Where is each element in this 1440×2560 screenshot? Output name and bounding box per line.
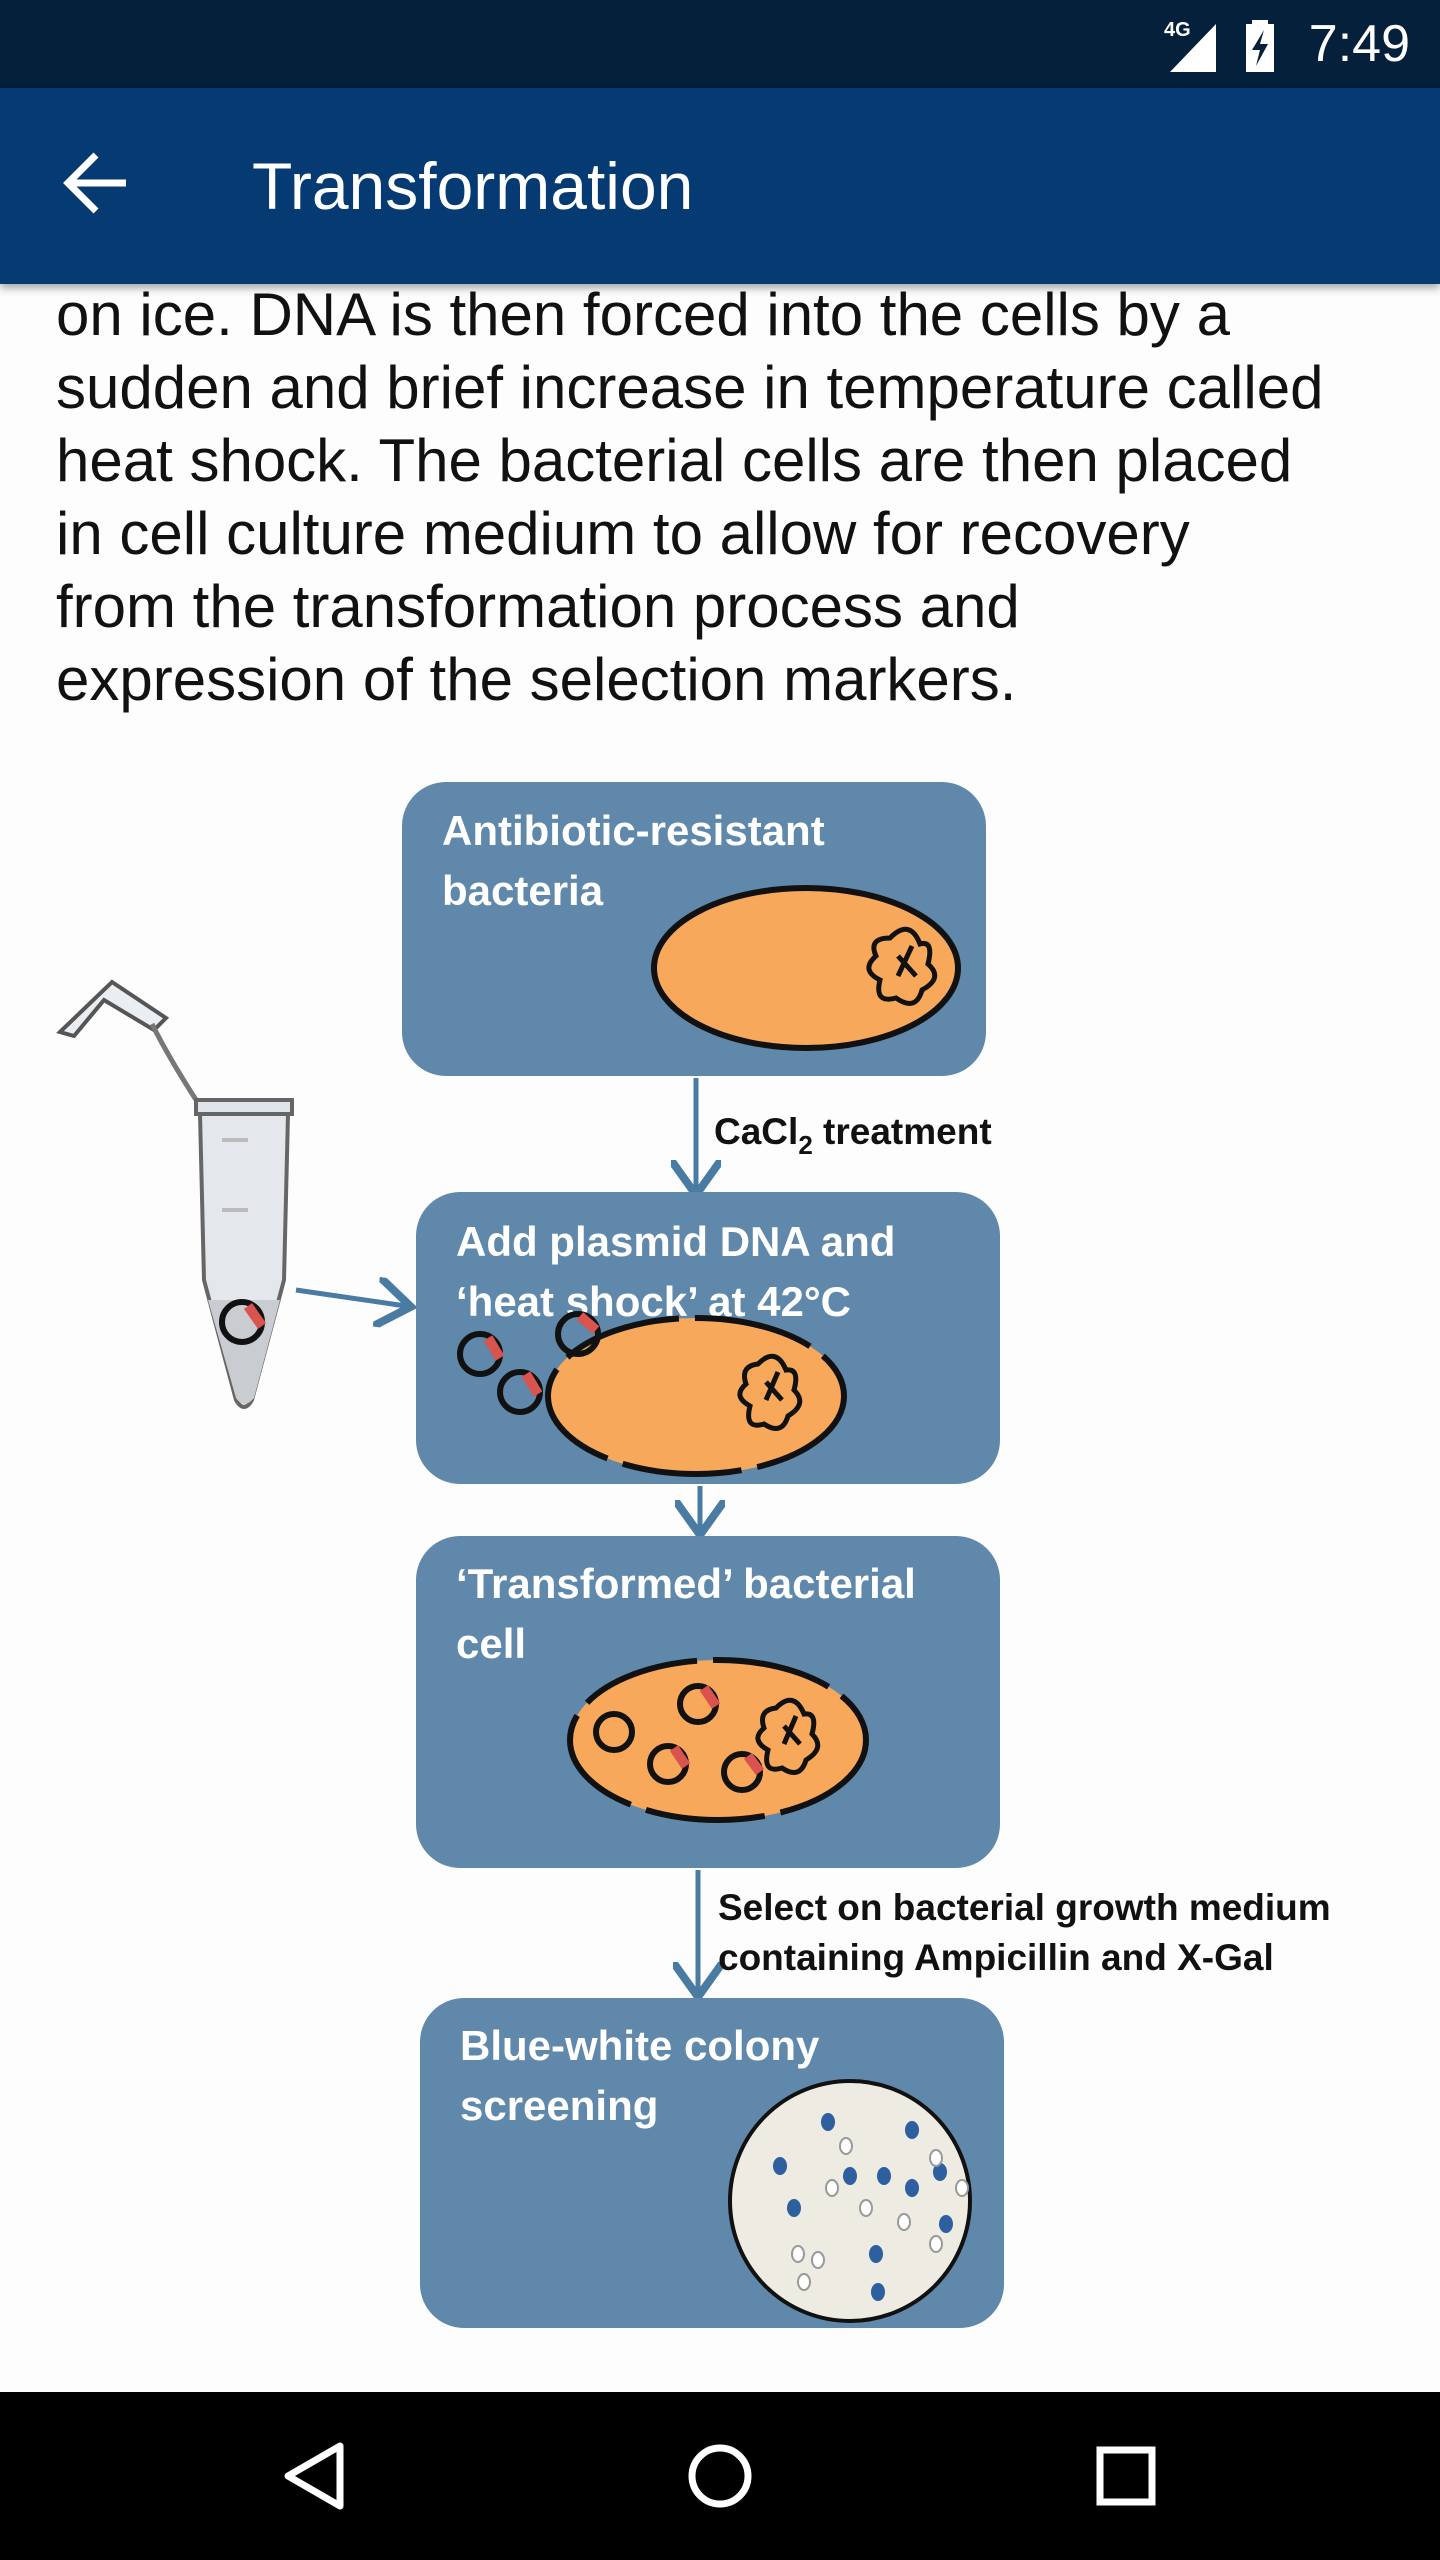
- nav-recents-button[interactable]: [1076, 2426, 1176, 2526]
- paragraph: on ice. DNA is then forced into the cell…: [56, 278, 1396, 716]
- recents-square-icon: [1096, 2446, 1156, 2506]
- arrow1-label: CaCl2 treatment: [714, 1111, 992, 1160]
- navigation-bar: [0, 2392, 1440, 2560]
- signal-icon: 4G: [1164, 19, 1274, 72]
- plasmid-icon: [593, 1711, 635, 1753]
- back-triangle-icon: [284, 2442, 344, 2510]
- paragraph-line: on ice. DNA is then forced into the cell…: [56, 281, 1230, 348]
- bacterium-cell: [567, 1657, 869, 1823]
- page-title: Transformation: [252, 149, 694, 223]
- chromosome-icon: [866, 926, 938, 1006]
- chromosome-icon: [755, 1697, 821, 1775]
- paragraph-line: from the transformation process and: [56, 573, 1020, 640]
- step-antibiotic-resistant-bacteria: Antibiotic-resistant bacteria: [402, 782, 986, 1076]
- arrow3-label-line2: containing Ampicillin and X-Gal: [718, 1937, 1274, 1978]
- arrow-left-icon: [63, 152, 126, 214]
- chromosome-icon: [737, 1353, 803, 1431]
- step4-label-line1: Blue-white colony: [460, 2022, 820, 2069]
- plasmid-icon: [721, 1751, 764, 1793]
- bacterium-cell: [651, 885, 961, 1051]
- home-circle-icon: [688, 2444, 752, 2508]
- white-colonies: [791, 2137, 969, 2291]
- status-time: 7:49: [1308, 15, 1410, 73]
- plasmid-icon: [457, 1331, 505, 1377]
- plasmid-icon: [555, 1311, 601, 1357]
- step1-label-line2: bacteria: [442, 867, 604, 914]
- nav-home-button[interactable]: [670, 2426, 770, 2526]
- paragraph-line: in cell culture medium to allow for reco…: [56, 500, 1190, 567]
- arrow3-label-line1: Select on bacterial growth medium: [718, 1887, 1331, 1928]
- test-tube-illustration: [56, 979, 294, 1409]
- back-button[interactable]: [58, 138, 148, 228]
- paragraph-line: sudden and brief increase in temperature…: [56, 354, 1324, 421]
- app-bar: Transformation: [0, 88, 1440, 284]
- transformation-diagram: Antibiotic-resistant bacteria CaCl2 trea…: [56, 782, 1331, 2328]
- plasmid-icon: [647, 1743, 691, 1785]
- paragraph-line: heat shock. The bacterial cells are then…: [56, 427, 1293, 494]
- nav-back-button[interactable]: [266, 2426, 366, 2526]
- battery-charging-icon: [1246, 20, 1274, 72]
- arrow-tube-to-step2: [295, 1290, 406, 1306]
- step2-label-line2: ‘heat shock’ at 42°C: [456, 1278, 851, 1325]
- status-icons: 4G: [1160, 14, 1280, 79]
- step-blue-white-screening: Blue-white colony screening: [420, 1998, 1004, 2328]
- step3-label-line1: ‘Transformed’ bacterial: [456, 1560, 916, 1607]
- step3-label-line2: cell: [456, 1620, 526, 1667]
- petri-dish: [728, 2079, 972, 2323]
- plasmid-icon: [677, 1683, 721, 1725]
- step-add-plasmid-heat-shock: Add plasmid DNA and ‘heat shock’ at 42°C: [416, 1192, 1000, 1484]
- step-transformed-cell: ‘Transformed’ bacterial cell: [416, 1536, 1000, 1868]
- step4-label-line2: screening: [460, 2082, 658, 2129]
- step1-label-line1: Antibiotic-resistant: [442, 807, 825, 854]
- status-bar: 4G 7:49: [0, 0, 1440, 88]
- network-type-label: 4G: [1164, 19, 1191, 41]
- step2-label-line1: Add plasmid DNA and: [456, 1218, 895, 1265]
- paragraph-line: expression of the selection markers.: [56, 646, 1017, 713]
- plasmid-icon: [497, 1369, 543, 1415]
- blue-colonies: [773, 2113, 953, 2301]
